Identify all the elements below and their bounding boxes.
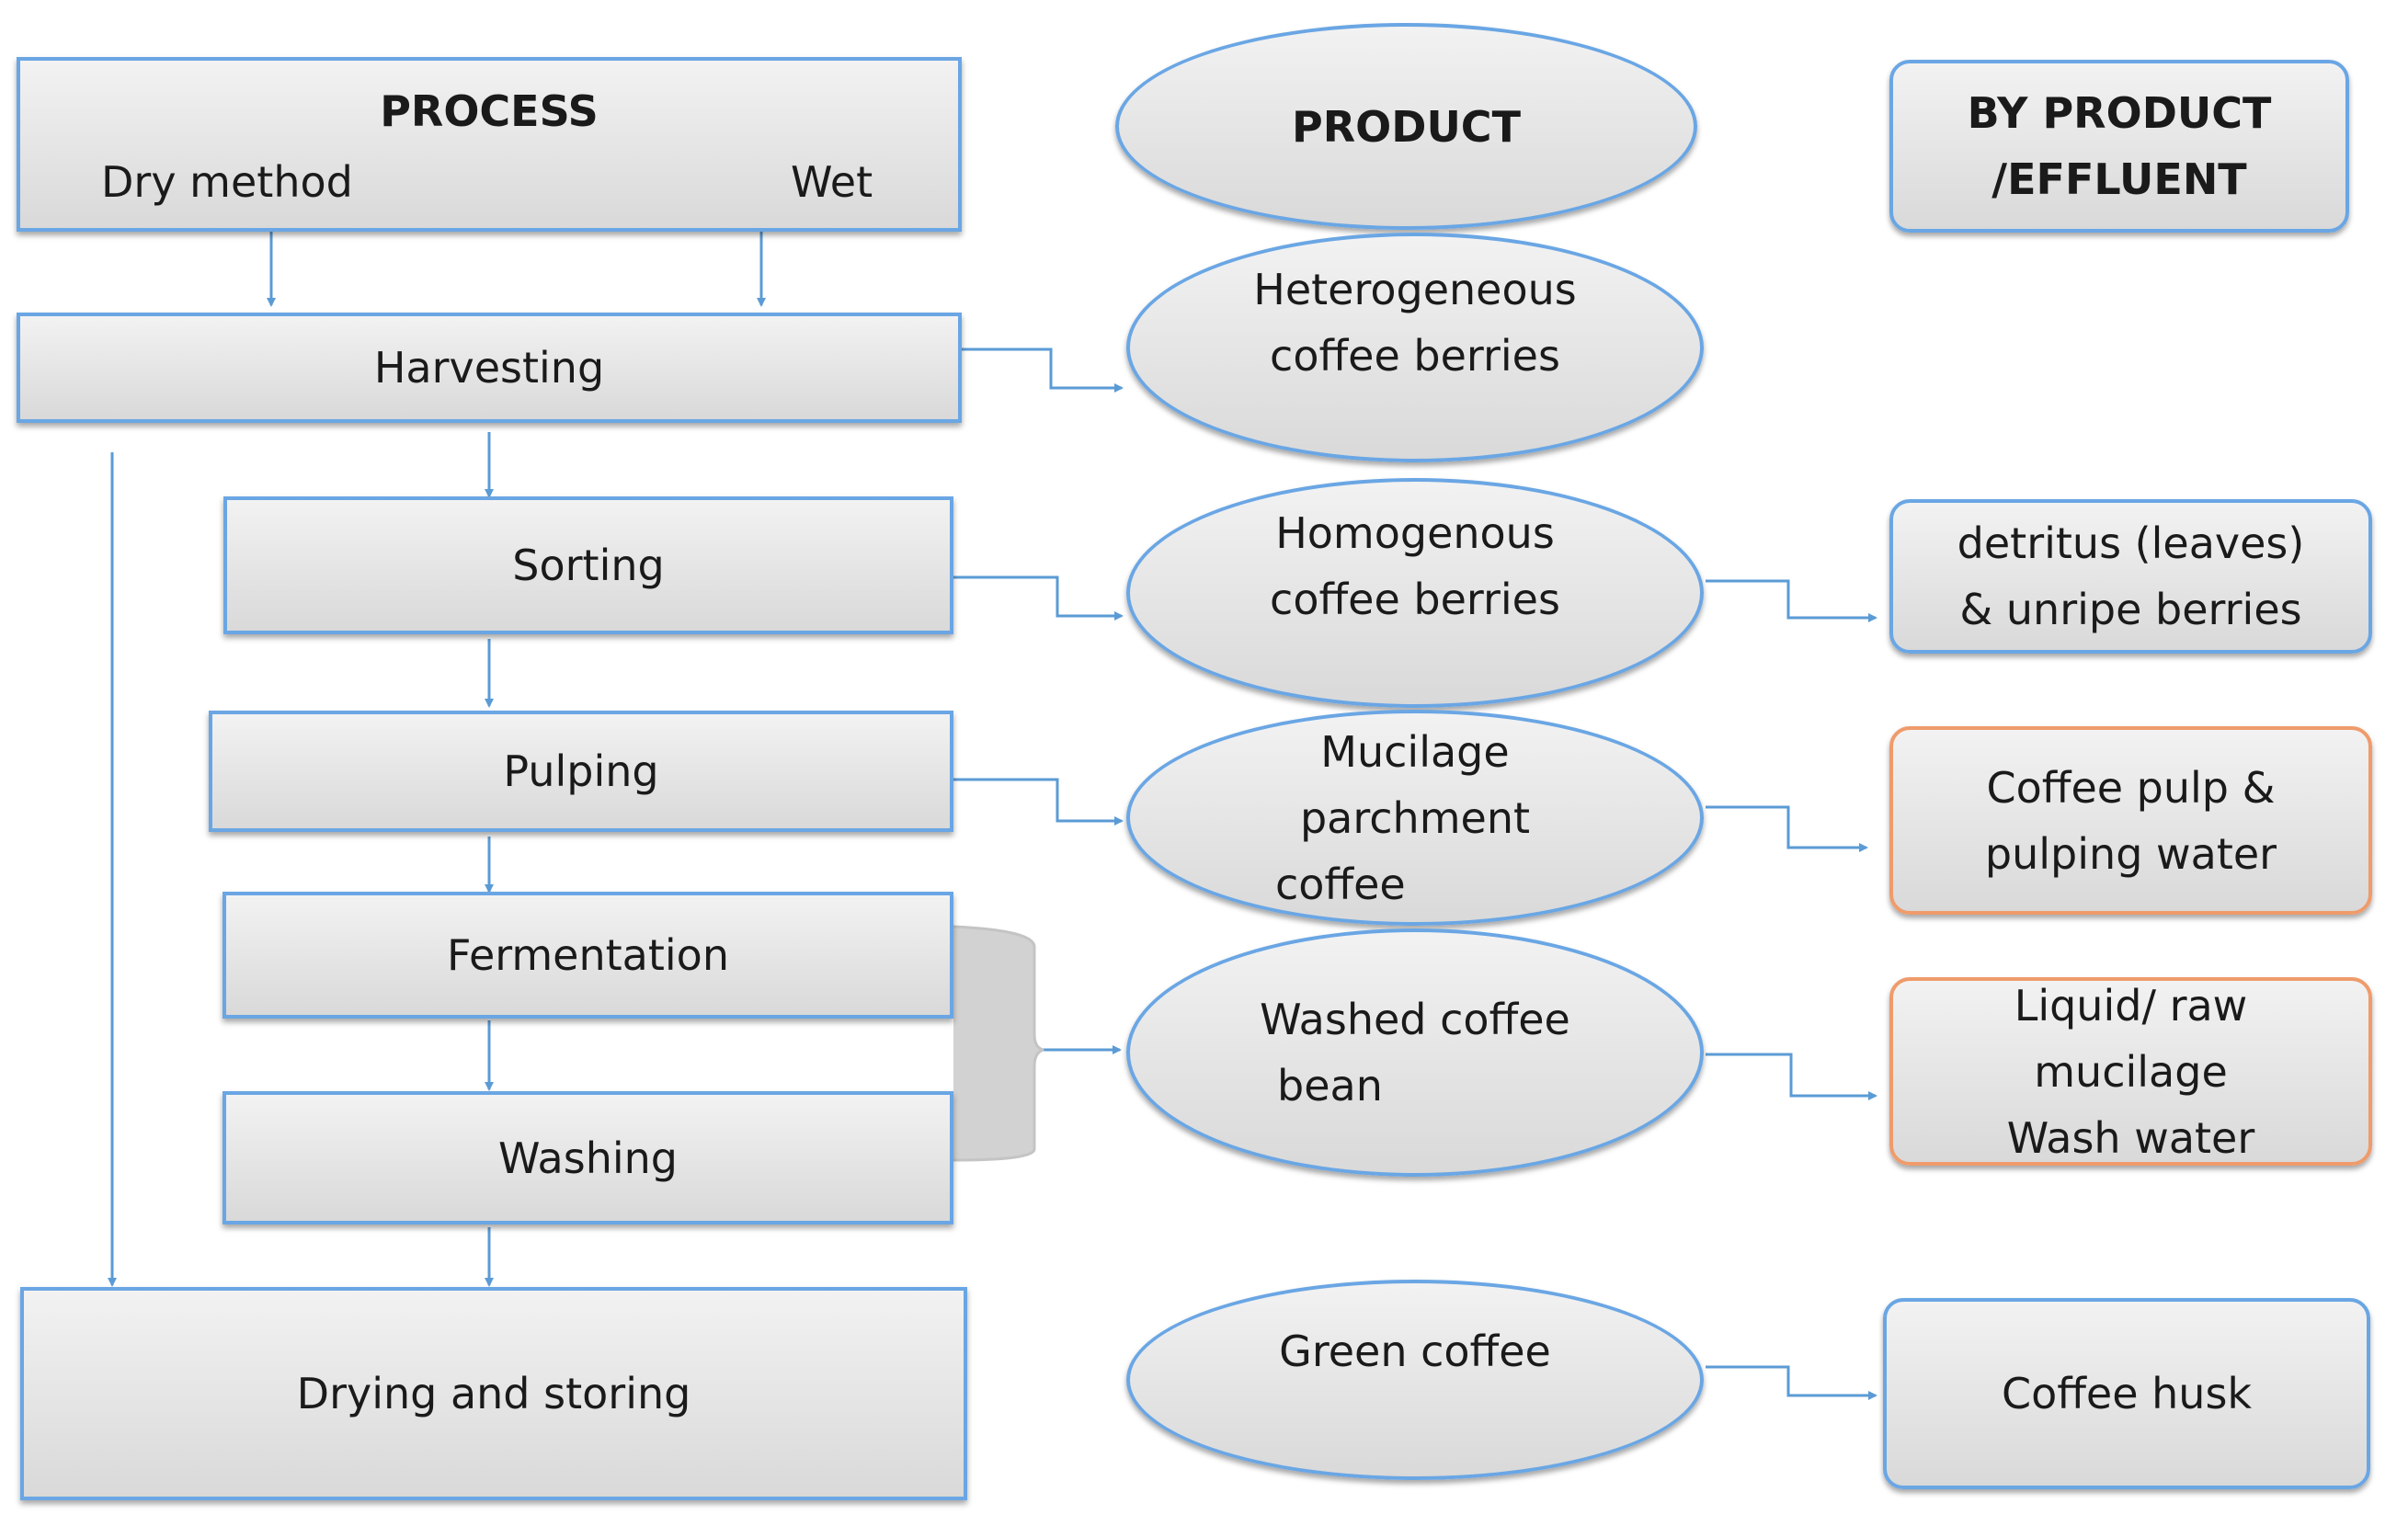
arrow-product2-to-byproduct bbox=[1706, 579, 1877, 622]
byproduct-line: pulping water bbox=[1984, 828, 2277, 879]
product-washed-coffee-bean: Washed coffee bean bbox=[1126, 928, 1704, 1177]
product-homogenous-berries: Homogenous coffee berries bbox=[1126, 478, 1704, 708]
process-step-label: Pulping bbox=[503, 746, 659, 796]
arrow-product4-to-byproduct bbox=[1706, 1053, 1877, 1100]
byproduct-detritus: detritus (leaves) & unripe berries bbox=[1889, 499, 2372, 654]
byproduct-header-line: BY PRODUCT bbox=[1967, 88, 2272, 138]
byproduct-line: Liquid/ raw bbox=[2014, 980, 2248, 1031]
byproduct-line: Coffee pulp & bbox=[1986, 762, 2276, 813]
byproduct-line: mucilage bbox=[2034, 1046, 2228, 1097]
process-step-label: Sorting bbox=[512, 541, 665, 590]
arrow-product3-to-byproduct bbox=[1706, 805, 1868, 852]
process-step-fermentation: Fermentation bbox=[223, 892, 953, 1019]
product-line: coffee berries bbox=[1270, 575, 1560, 624]
product-mucilage-parchment-coffee: Mucilage parchment coffee bbox=[1126, 710, 1704, 926]
product-line: coffee berries bbox=[1270, 331, 1560, 381]
product-line: Mucilage bbox=[1320, 726, 1510, 777]
process-step-washing: Washing bbox=[223, 1091, 953, 1224]
process-step-drying-storing: Drying and storing bbox=[20, 1287, 967, 1500]
arrow-pulping-to-product bbox=[953, 778, 1124, 826]
byproduct-coffee-pulp: Coffee pulp & pulping water bbox=[1889, 726, 2372, 915]
arrow-sorting-to-product bbox=[953, 575, 1124, 621]
fermentation-washing-bracket bbox=[953, 925, 1044, 1162]
product-line: Washed coffee bbox=[1260, 995, 1570, 1044]
dry-method-label: Dry method bbox=[101, 157, 353, 207]
product-header-title: PRODUCT bbox=[1292, 101, 1521, 152]
process-step-label: Drying and storing bbox=[296, 1369, 691, 1418]
byproduct-mucilage-wash-water: Liquid/ raw mucilage Wash water bbox=[1889, 977, 2372, 1166]
byproduct-line: Coffee husk bbox=[2001, 1369, 2253, 1418]
product-heterogeneous-berries: Heterogeneous coffee berries bbox=[1126, 233, 1704, 462]
byproduct-header-line: /EFFLUENT bbox=[1991, 154, 2247, 204]
byproduct-coffee-husk: Coffee husk bbox=[1883, 1298, 2370, 1489]
product-line: Heterogeneous bbox=[1253, 265, 1577, 314]
arrow-product5-to-byproduct bbox=[1706, 1365, 1877, 1400]
process-step-pulping: Pulping bbox=[209, 711, 953, 832]
product-green-coffee: Green coffee bbox=[1126, 1280, 1704, 1480]
process-step-harvesting: Harvesting bbox=[17, 313, 962, 423]
product-line: Homogenous bbox=[1275, 508, 1555, 558]
product-line: coffee bbox=[1275, 859, 1406, 909]
process-header-title: PROCESS bbox=[380, 86, 599, 136]
product-line: parchment bbox=[1299, 792, 1531, 843]
byproduct-line: Wash water bbox=[2006, 1112, 2255, 1163]
product-line: bean bbox=[1277, 1061, 1383, 1110]
process-step-sorting: Sorting bbox=[223, 496, 953, 634]
process-header-box: PROCESS Dry method Wet bbox=[17, 57, 962, 232]
product-line: Green coffee bbox=[1279, 1327, 1551, 1376]
product-header-ellipse: PRODUCT bbox=[1115, 23, 1697, 230]
process-step-label: Washing bbox=[498, 1133, 678, 1183]
arrow-harvesting-to-product bbox=[962, 347, 1124, 393]
process-step-label: Harvesting bbox=[373, 343, 605, 393]
wet-method-label: Wet bbox=[791, 157, 873, 207]
byproduct-line: & unripe berries bbox=[1959, 585, 2302, 634]
byproduct-line: detritus (leaves) bbox=[1957, 518, 2305, 568]
process-step-label: Fermentation bbox=[447, 930, 729, 980]
byproduct-header-box: BY PRODUCT /EFFLUENT bbox=[1889, 60, 2349, 233]
